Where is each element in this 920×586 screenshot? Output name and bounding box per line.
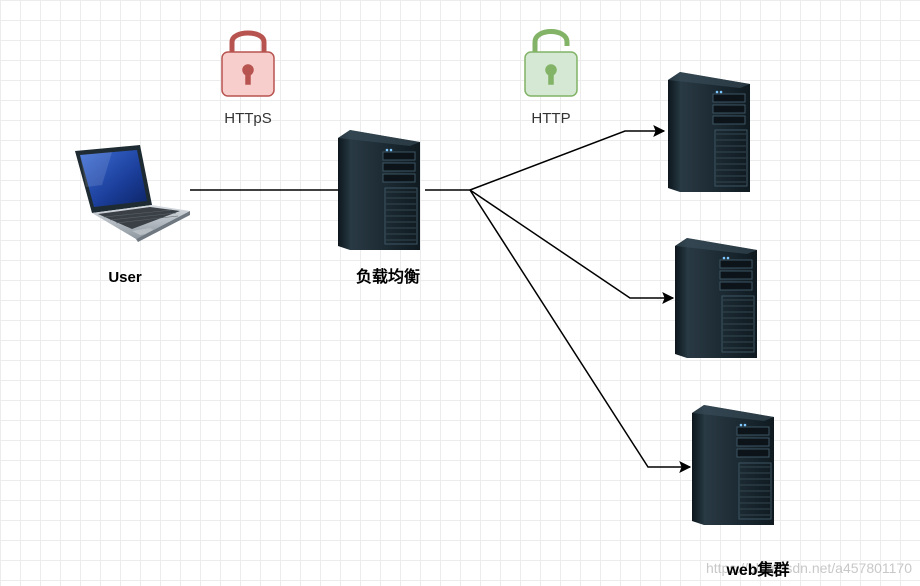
load-balancer-tower-server-icon xyxy=(337,129,421,251)
web-server-1-tower-server-icon xyxy=(667,71,751,193)
connector-to-web-server-2 xyxy=(469,189,675,304)
connector-to-web-server-1 xyxy=(469,125,666,191)
watermark: https://blog.csdn.net/a457801170 xyxy=(706,560,912,576)
unlocked-padlock-icon xyxy=(525,32,577,97)
web-server-2-tower-server-icon xyxy=(674,237,758,359)
locked-padlock-icon xyxy=(222,33,274,96)
protocol-label-http: HTTP xyxy=(531,110,570,127)
node-label-web-cluster: web集群 xyxy=(725,560,789,579)
connector-to-web-server-3 xyxy=(469,189,692,473)
node-label-load-balancer: 负载均衡 xyxy=(356,267,420,286)
connectors xyxy=(190,125,692,473)
web-server-3-tower-server-icon xyxy=(691,404,775,526)
node-label-user: User xyxy=(108,269,142,286)
laptop-icon xyxy=(75,145,190,242)
protocol-label-https: HTTpS xyxy=(224,110,272,127)
